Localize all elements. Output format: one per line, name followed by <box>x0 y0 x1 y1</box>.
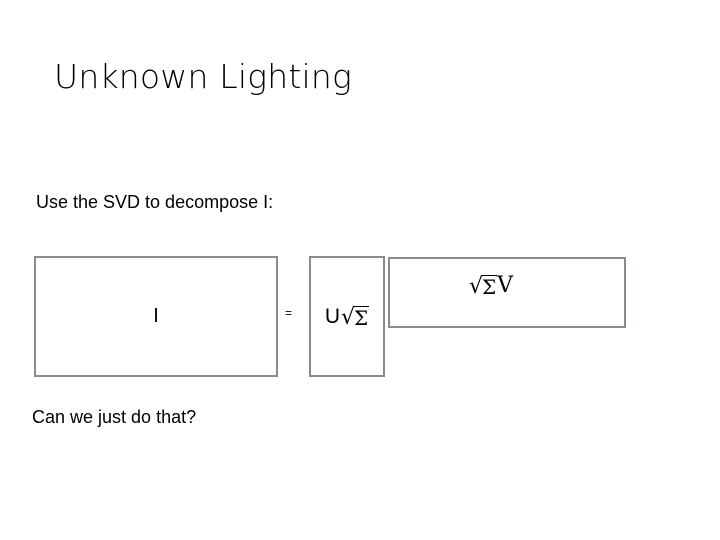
u-sqrt-sigma-label: U √ Σ <box>311 258 383 375</box>
radical-icon: √ <box>341 304 356 330</box>
page-title: Unknown Lighting <box>54 57 352 96</box>
image-matrix-label: I <box>153 305 159 327</box>
sigma-symbol: Σ <box>482 275 498 299</box>
u-sqrt-sigma-matrix-box: U √ Σ <box>309 256 385 377</box>
sqrt-sigma-v-matrix-box: √ Σ V <box>388 257 626 328</box>
closing-text: Can we just do that? <box>32 407 197 427</box>
radical-icon: √ <box>469 274 484 299</box>
sqrt-sigma-v-label: √ Σ V <box>468 273 514 299</box>
sqrt-sigma-group: √ Σ <box>469 274 498 299</box>
sqrt-sigma-group: √ Σ <box>341 304 370 330</box>
v-symbol: V <box>497 273 514 298</box>
lead-text: Use the SVD to decompose I: <box>36 192 274 212</box>
sigma-symbol: Σ <box>354 305 370 330</box>
u-symbol: U <box>324 305 340 328</box>
equals-sign: = <box>285 306 293 320</box>
image-matrix-box: I <box>34 256 278 377</box>
